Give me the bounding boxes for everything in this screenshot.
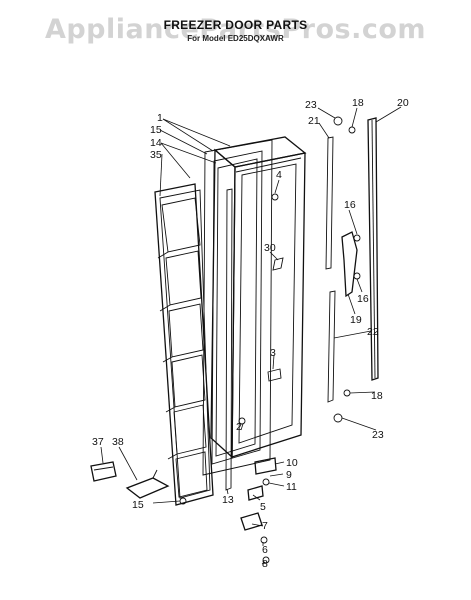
callout-18-bottom: 18	[371, 390, 383, 402]
callout-13: 13	[222, 494, 234, 506]
callout-37: 37	[92, 436, 104, 448]
callout-21: 21	[308, 115, 320, 127]
callout-6: 6	[262, 544, 268, 556]
callout-23-bottom: 23	[372, 429, 384, 441]
callout-3: 3	[270, 347, 276, 359]
callout-14: 14	[150, 137, 162, 149]
door-outer-panel	[210, 136, 307, 459]
watermark: AppliancePartsPros.com	[44, 14, 427, 45]
callout-30: 30	[264, 242, 276, 254]
callout-labels: 1 15 14 35 4 30 23 18 21 20 16 16 19 22 …	[92, 97, 409, 570]
callout-9: 9	[286, 469, 292, 481]
small-parts	[267, 257, 284, 382]
callout-5: 5	[260, 501, 266, 513]
callout-22: 22	[367, 326, 379, 338]
door-gasket	[202, 139, 273, 476]
callout-16-upper: 16	[344, 199, 356, 211]
callout-11: 11	[286, 481, 297, 493]
callout-19: 19	[350, 314, 362, 326]
diagram-subtitle: For Model ED25DQXAWR	[187, 34, 284, 43]
liner-strip	[225, 188, 233, 491]
door-liner	[154, 183, 214, 506]
handle-bracket	[341, 231, 358, 298]
callout-7: 7	[262, 520, 268, 532]
door-handle	[367, 117, 379, 381]
diagram-title: FREEZER DOOR PARTS	[163, 18, 308, 32]
bracket-38	[125, 469, 170, 499]
callout-4: 4	[276, 169, 282, 181]
bin-37	[90, 461, 117, 482]
callout-20: 20	[397, 97, 409, 109]
callout-10: 10	[286, 457, 298, 469]
callout-15-bottom: 15	[132, 499, 144, 511]
callout-8: 8	[262, 558, 268, 570]
callout-23-top: 23	[305, 99, 317, 111]
callout-1: 1	[157, 112, 163, 124]
callout-38: 38	[112, 436, 124, 448]
callout-16-lower: 16	[357, 293, 369, 305]
callout-18-top: 18	[352, 97, 364, 109]
callout-15-top: 15	[150, 124, 162, 136]
leader-lines	[100, 106, 402, 565]
lower-hinge	[240, 457, 277, 531]
callout-35: 35	[150, 149, 162, 161]
hinge-strip	[325, 136, 336, 403]
callout-2: 2	[236, 421, 242, 433]
